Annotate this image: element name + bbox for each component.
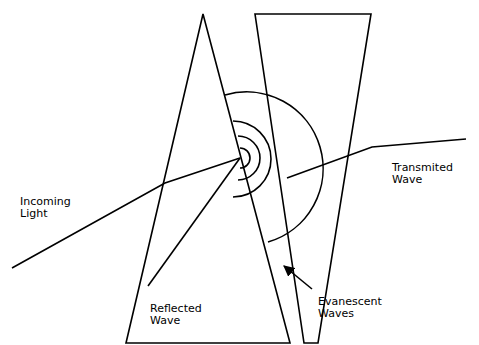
- incoming-light-label: Incoming Light: [20, 196, 90, 220]
- incoming-ray: [12, 158, 240, 268]
- evanescent-arc: [233, 121, 271, 197]
- transmitted-label: Transmited Wave: [392, 162, 472, 186]
- evanescent-arc: [238, 136, 260, 180]
- evanescent-arc: [240, 148, 250, 168]
- leader-arrow: [284, 266, 312, 289]
- left-prism: [126, 14, 290, 343]
- reflected-ray: [148, 158, 240, 286]
- right-prism: [255, 14, 371, 343]
- evanescent-label: Evanescent Waves: [318, 296, 398, 320]
- reflected-wave-label: Reflected Wave: [150, 303, 220, 327]
- evanescent-arc: [225, 92, 323, 242]
